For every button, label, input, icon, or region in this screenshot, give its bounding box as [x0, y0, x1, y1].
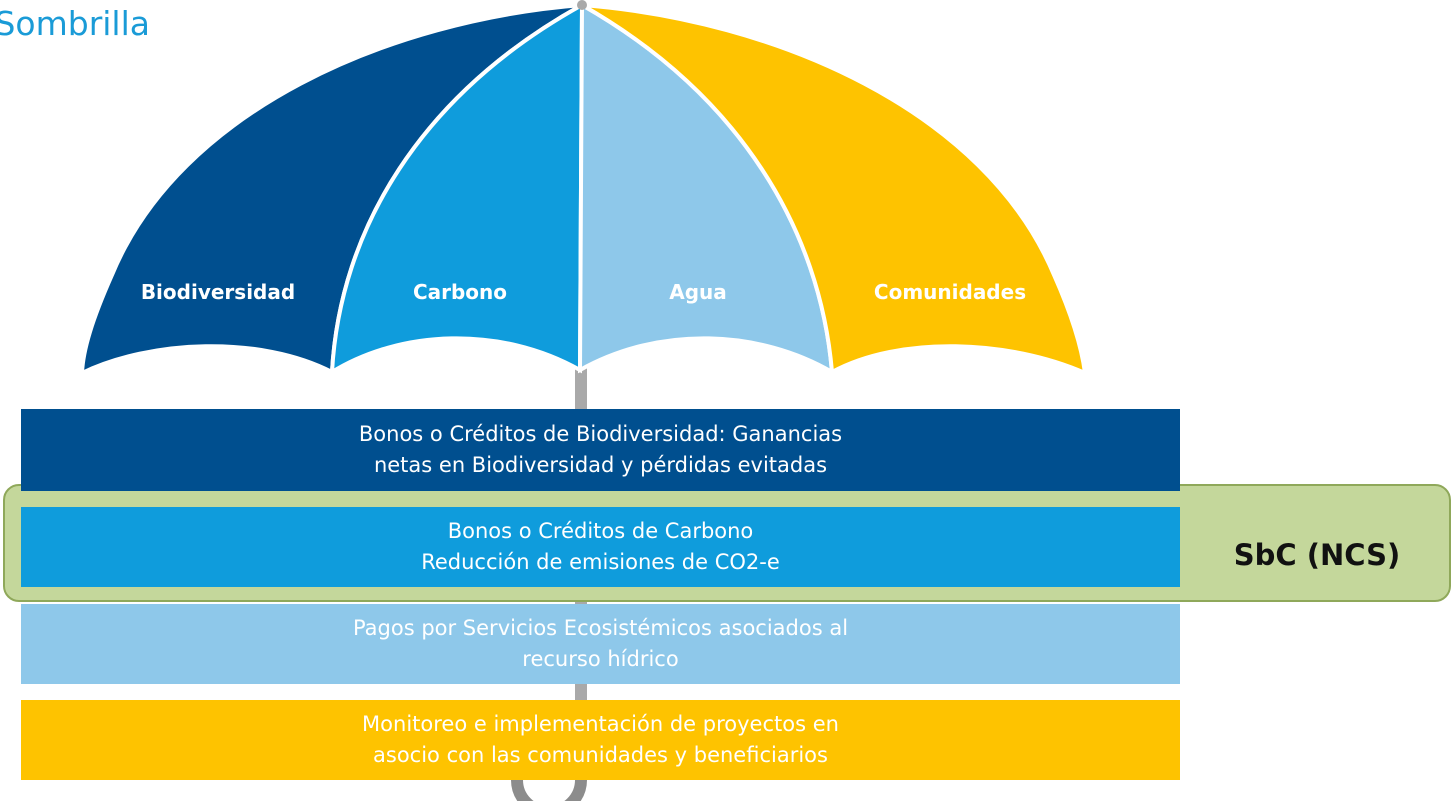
row-comunidades: Monitoreo e implementación de proyectos …	[21, 700, 1180, 780]
row-line: Monitoreo e implementación de proyectos …	[362, 712, 839, 736]
umbrella-hook	[511, 779, 587, 801]
segment-label-comunidades: Comunidades	[873, 280, 1027, 304]
segment-label-agua: Agua	[669, 280, 727, 304]
row-line: Pagos por Servicios Ecosistémicos asocia…	[352, 616, 849, 640]
row-line: Bonos o Créditos de Biodiversidad: Ganan…	[358, 422, 843, 446]
row-agua: Pagos por Servicios Ecosistémicos asocia…	[21, 604, 1180, 684]
ncs-label: SbC (NCS)	[1233, 538, 1401, 572]
page-title: Sombrilla	[0, 4, 150, 43]
row-line: Reducción de emisiones de CO2-e	[421, 550, 780, 574]
row-line: asocio con las comunidades y beneficiari…	[373, 743, 828, 767]
row-biodiversidad: Bonos o Créditos de Biodiversidad: Ganan…	[21, 409, 1180, 491]
segment-label-carbono: Carbono	[412, 280, 508, 304]
row-carbono: Bonos o Créditos de Carbono Reducción de…	[21, 507, 1180, 587]
segment-carbono	[329, 1, 585, 376]
segment-label-biodiversidad: Biodiversidad	[140, 280, 296, 304]
row-line: recurso hídrico	[522, 647, 679, 671]
segment-comunidades	[581, 3, 1088, 377]
row-line: netas en Biodiversidad y pérdidas evitad…	[373, 453, 828, 477]
row-line: Bonos o Créditos de Carbono	[447, 519, 754, 543]
